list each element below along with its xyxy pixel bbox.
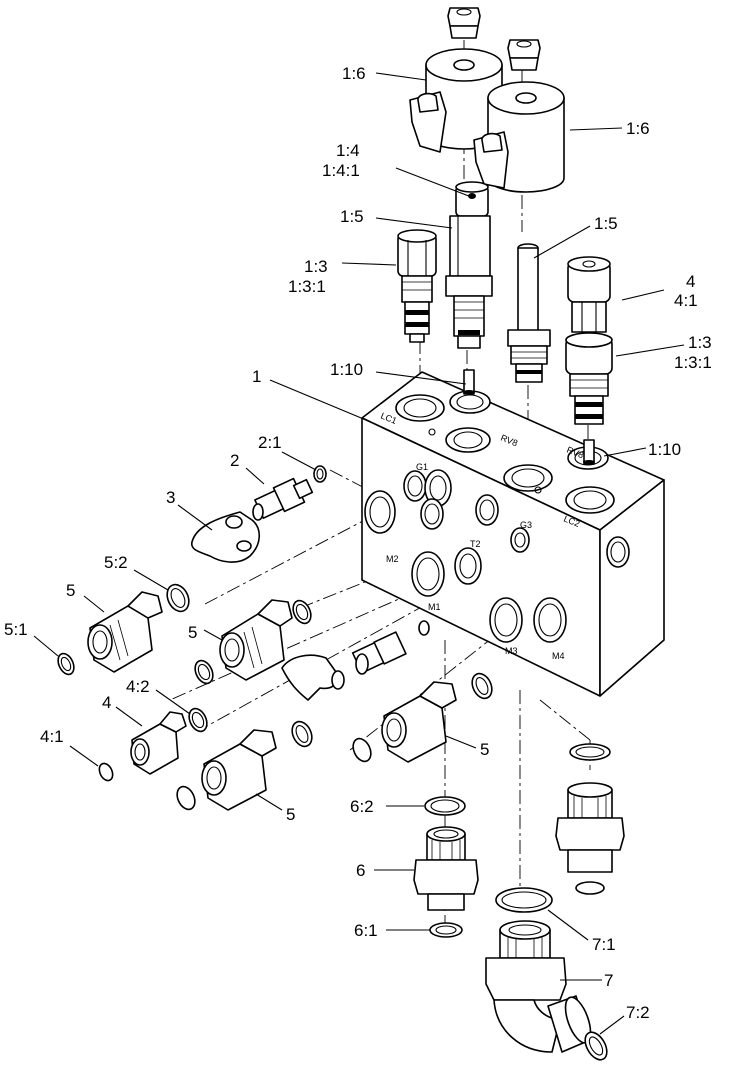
callout-1-4: 1:4 [336, 141, 360, 160]
callout-4-1-top: 4:1 [674, 291, 698, 310]
callout-6: 6 [356, 861, 365, 880]
callout-1-6-b: 1:6 [626, 119, 650, 138]
seal-ring-6-2 [424, 796, 466, 816]
callout-1-10-b: 1:10 [648, 440, 681, 459]
fitting-5-lower-mid [381, 681, 457, 763]
port-label-m3: M3 [505, 646, 518, 656]
adapter-fitting-mid [351, 631, 407, 675]
seal-ring-6-1 [429, 922, 463, 938]
seal-ring-5-2 [166, 583, 190, 613]
callout-5-c: 5 [480, 740, 489, 759]
callout-1-5-b: 1:5 [594, 214, 618, 233]
port-labels: LC1 RV8 RV8 LC2 G1 G3 T2 M2 M1 M3 M4 [379, 411, 585, 661]
fitting-5-left [87, 591, 163, 673]
fitting-5-lower-left [201, 729, 277, 811]
port-label-g3: G3 [520, 520, 532, 530]
check-valve-stem-a [463, 369, 475, 395]
solenoid-coil-right [473, 81, 565, 193]
seal-ring-mid-2 [194, 659, 214, 685]
callout-1-5-a: 1:5 [340, 207, 364, 226]
callout-1-3-b: 1:3 [688, 333, 712, 352]
solenoid-cartridge-valve [445, 181, 493, 349]
callout-1-3-1-a: 1:3:1 [288, 277, 326, 296]
callout-3: 3 [166, 488, 175, 507]
port-label-t2: T2 [470, 539, 481, 549]
callout-5-1: 5:1 [4, 620, 28, 639]
seal-ring-bottom-right-top [569, 743, 611, 761]
callout-5-d: 5 [286, 805, 295, 824]
callout-4-2: 4:2 [126, 677, 150, 696]
fitting-4-mid [130, 711, 187, 775]
callout-7-1: 7:1 [592, 935, 616, 954]
relief-valve-right [567, 256, 611, 333]
coil-nut-left [447, 7, 481, 39]
callout-2-1: 2:1 [258, 433, 282, 452]
cartridge-valve-right [565, 332, 613, 425]
leader-lines [33, 72, 685, 1035]
adapter-fitting-2 [252, 477, 314, 521]
callout-6-1: 6:1 [354, 921, 378, 940]
fitting-bottom-right [555, 782, 625, 873]
port-label-m4: M4 [552, 651, 565, 661]
callout-1-10-a: 1:10 [330, 360, 363, 379]
fitting-5-mid [219, 599, 293, 681]
small-seal-2-1 [313, 465, 327, 483]
clamp-bracket-3 [190, 511, 261, 563]
solenoid-coil-left [409, 48, 503, 153]
callout-1-4-1: 1:4:1 [322, 161, 360, 180]
callout-5-2: 5:2 [104, 553, 128, 572]
seal-ring-lower-2 [176, 785, 196, 811]
callout-4-top: 4 [686, 272, 695, 291]
seal-ring-4-2 [188, 707, 208, 733]
callout-7-2: 7:2 [626, 1003, 650, 1022]
elbow-fitting-7 [485, 920, 592, 1053]
callout-1-3-1-b: 1:3:1 [674, 353, 712, 372]
port-label-m2: M2 [386, 554, 399, 564]
seal-ring-7-2 [584, 1031, 608, 1061]
small-seal-mid [418, 620, 430, 636]
seal-ring-lower-3 [471, 672, 493, 700]
cartridge-plunger-right [507, 243, 551, 383]
fitting-6 [413, 826, 479, 911]
seal-ring-4-1 [98, 762, 114, 782]
seal-ring-mid-1 [292, 599, 312, 625]
coil-nut-right [507, 39, 541, 71]
port-label-m1: M1 [428, 602, 441, 612]
seal-ring-lower-4 [352, 737, 372, 763]
callout-7: 7 [604, 971, 613, 990]
check-valve-stem-b [583, 439, 595, 465]
callout-1-3-a: 1:3 [304, 257, 328, 276]
callout-1: 1 [252, 367, 261, 386]
clamp-bracket-mid [281, 654, 345, 701]
callout-1-6-a: 1:6 [342, 64, 366, 83]
seal-ring-lower-1 [291, 720, 313, 748]
seal-ring-bottom-right-low [575, 881, 605, 895]
callout-4-mid: 4 [102, 693, 111, 712]
callout-5-a: 5 [66, 581, 75, 600]
port-label-g1: G1 [416, 462, 428, 472]
callout-labels: 1:6 1:6 1:4 1:4:1 1:5 1:5 1:3 1:3:1 4 4:… [4, 64, 712, 1022]
callout-4-1-mid: 4:1 [40, 727, 64, 746]
seal-ring-7-1 [495, 887, 553, 913]
manifold-block [361, 371, 665, 697]
cartridge-valve-left [397, 229, 437, 343]
callout-2: 2 [230, 451, 239, 470]
callout-5-b: 5 [188, 623, 197, 642]
seal-ring-5-1 [57, 652, 75, 676]
callout-6-2: 6:2 [350, 797, 374, 816]
